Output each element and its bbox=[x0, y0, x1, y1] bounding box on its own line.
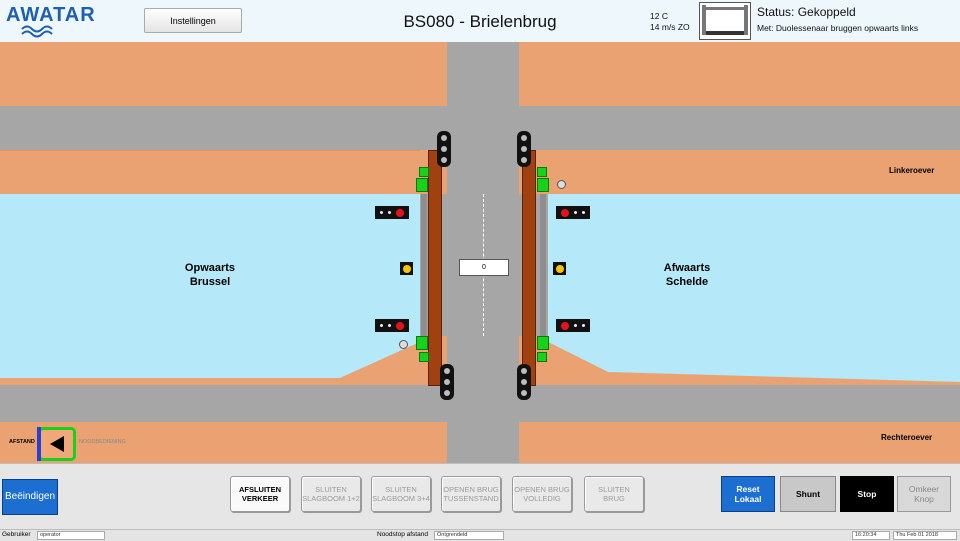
downstream-label-line1: Afwaarts bbox=[663, 262, 711, 274]
traffic-light[interactable] bbox=[517, 131, 531, 167]
btn-line2: BRUG bbox=[603, 494, 625, 503]
amber-signal[interactable] bbox=[400, 262, 413, 275]
sensor-icon bbox=[557, 180, 566, 189]
emergency-distance-field: Ontgrendeld bbox=[434, 531, 504, 540]
awatar-logo: AWATAR bbox=[4, 3, 132, 41]
btn-line1: OPENEN BRUG bbox=[443, 485, 499, 494]
btn-line2: Lokaal bbox=[734, 494, 762, 504]
gate-indicator[interactable] bbox=[419, 352, 429, 362]
left-bank-label: Linkeroever bbox=[889, 166, 935, 175]
gate-indicator[interactable] bbox=[537, 178, 549, 192]
gate-indicator[interactable] bbox=[419, 167, 429, 177]
upstream-label: Opwaarts Brussel bbox=[160, 261, 260, 289]
bank-line bbox=[0, 150, 420, 151]
btn-line1: OPENEN BRUG bbox=[514, 485, 570, 494]
distance-toggle-button[interactable] bbox=[38, 427, 76, 461]
right-barrier bbox=[522, 150, 536, 386]
gate-indicator[interactable] bbox=[537, 336, 549, 350]
lower-road bbox=[0, 385, 960, 422]
traffic-light[interactable] bbox=[437, 131, 451, 167]
bridge-position-value: 0 bbox=[459, 259, 509, 276]
upstream-label-line1: Opwaarts bbox=[184, 262, 236, 274]
btn-line2: SLAGBOOM 1+2 bbox=[302, 494, 360, 503]
btn-line1: Omkeer bbox=[908, 484, 940, 494]
wind-text: 14 m/s ZO bbox=[650, 22, 690, 32]
right-pillar bbox=[540, 194, 546, 336]
upstream-label-line2: Brussel bbox=[189, 276, 231, 288]
status-bar: Gebruiker operator Noodstop afstand Ontg… bbox=[0, 529, 960, 541]
settings-button[interactable]: Instellingen bbox=[144, 8, 242, 33]
time-field: 16:20:34 bbox=[852, 531, 890, 540]
ship-signal[interactable] bbox=[375, 206, 409, 219]
btn-line2: Knop bbox=[914, 494, 934, 504]
btn-line2: SLAGBOOM 3+4 bbox=[372, 494, 430, 503]
btn-line1: SLUITEN bbox=[385, 485, 417, 494]
bridge-scene: 0 Opwaarts Brussel Afwaarts Schelde Link… bbox=[0, 42, 960, 463]
ship-signal[interactable] bbox=[375, 319, 409, 332]
bridge-thumbnail bbox=[699, 2, 751, 40]
emergency-distance-label: Noodstop afstand bbox=[377, 531, 428, 538]
downstream-label: Afwaarts Schelde bbox=[637, 261, 737, 289]
distance-indicator-bar bbox=[37, 427, 41, 461]
sensor-icon bbox=[399, 340, 408, 349]
ship-signal[interactable] bbox=[556, 206, 590, 219]
amber-signal[interactable] bbox=[553, 262, 566, 275]
btn-line2: VERKEER bbox=[241, 494, 279, 503]
temperature-text: 12 C bbox=[650, 11, 668, 21]
date-field: Thu Feb 01 2018 bbox=[893, 531, 957, 540]
user-label: Gebruiker bbox=[2, 531, 31, 538]
btn-line1: Reset bbox=[736, 484, 760, 494]
btn-line2: TUSSENSTAND bbox=[443, 494, 499, 503]
svg-text:AWATAR: AWATAR bbox=[6, 4, 96, 26]
btn-line1: AFSLUITEN bbox=[238, 485, 282, 494]
shunt-button[interactable]: Shunt bbox=[780, 476, 836, 512]
distance-label: AFSTAND bbox=[9, 439, 35, 445]
downstream-label-line2: Schelde bbox=[665, 276, 709, 288]
end-button[interactable]: Beëindigen bbox=[2, 479, 58, 515]
emergency-label: NOODBEDIENING bbox=[79, 439, 126, 445]
user-field: operator bbox=[37, 531, 105, 540]
btn-line1: SLUITEN bbox=[315, 485, 347, 494]
stop-button[interactable]: Stop bbox=[840, 476, 894, 512]
btn-line1: SLUITEN bbox=[598, 485, 630, 494]
ship-signal[interactable] bbox=[556, 319, 590, 332]
gate-indicator[interactable] bbox=[416, 336, 428, 350]
gate-indicator[interactable] bbox=[537, 167, 547, 177]
status-text: Status: Gekoppeld bbox=[757, 5, 856, 19]
page-title: BS080 - Brielenbrug bbox=[403, 12, 557, 31]
status-detail-text: Met: Duolessenaar bruggen opwaarts links bbox=[757, 23, 919, 33]
weather-readout: 12 C 14 m/s ZO bbox=[650, 11, 690, 33]
left-barrier bbox=[428, 150, 442, 386]
left-pillar bbox=[421, 194, 427, 336]
btn-line2: VOLLEDIG bbox=[523, 494, 561, 503]
arrow-left-icon bbox=[50, 436, 64, 452]
header-bar: AWATAR Instellingen BS080 - Brielenbrug … bbox=[0, 0, 960, 42]
right-bank-label: Rechteroever bbox=[881, 433, 933, 442]
gate-indicator[interactable] bbox=[537, 352, 547, 362]
traffic-light[interactable] bbox=[440, 364, 454, 400]
traffic-light[interactable] bbox=[517, 364, 531, 400]
gate-indicator[interactable] bbox=[416, 178, 428, 192]
